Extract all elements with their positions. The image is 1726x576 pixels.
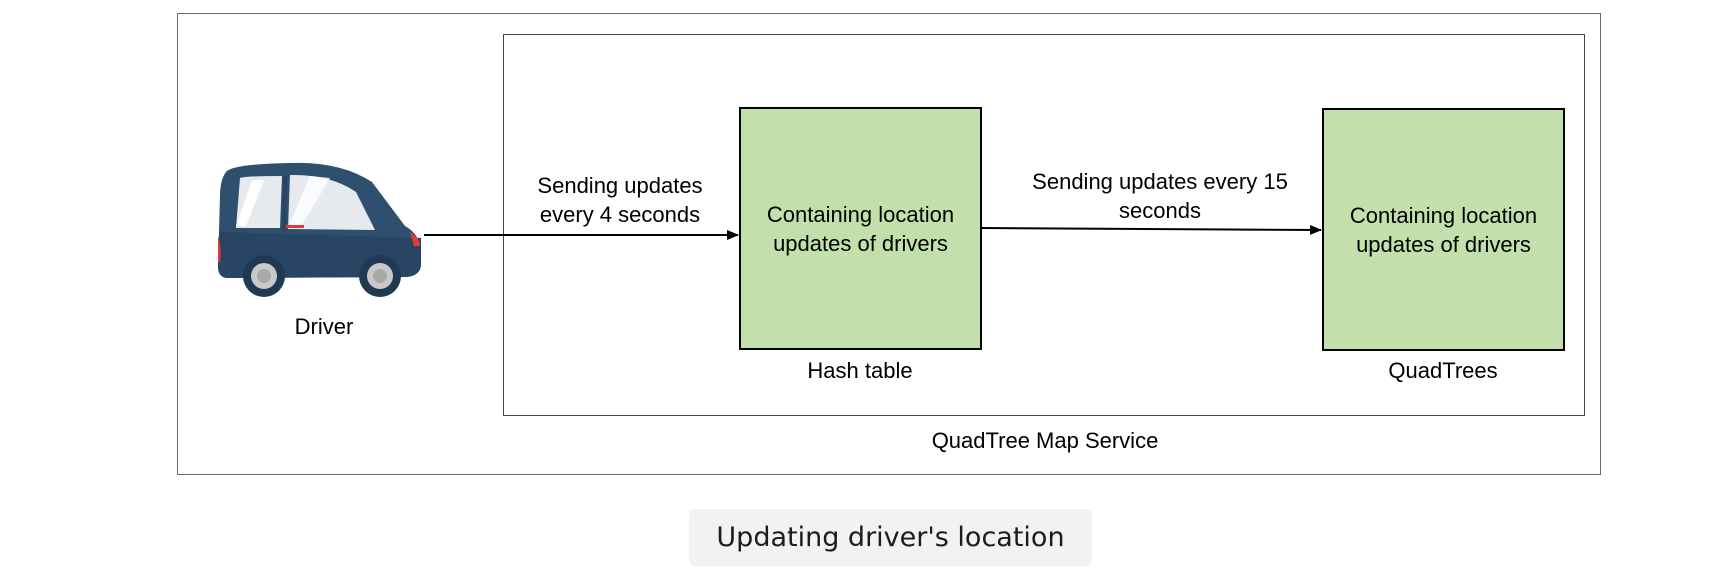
driver-label: Driver bbox=[294, 314, 354, 339]
quadtrees-node: Containing location updates of drivers bbox=[1322, 108, 1565, 351]
edge-label-driver-to-hash: Sending updates every 4 seconds bbox=[537, 173, 703, 227]
edge-label-hash-to-quad: Sending updates every 15 seconds bbox=[1032, 169, 1288, 223]
figure-caption: Updating driver's location bbox=[689, 509, 1092, 566]
hash-table-label: Hash table bbox=[807, 358, 913, 383]
caption-text: Updating driver's location bbox=[716, 522, 1065, 553]
quadtrees-text: Containing location updates of drivers bbox=[1349, 202, 1538, 257]
outer-frame bbox=[177, 13, 1601, 475]
edge-hash-to-quad bbox=[981, 224, 1322, 235]
service-label: QuadTree Map Service bbox=[931, 428, 1159, 453]
quadtree-map-service-frame bbox=[503, 34, 1585, 416]
hash-table-node: Containing location updates of drivers bbox=[739, 107, 982, 350]
hash-table-text: Containing location updates of drivers bbox=[766, 201, 955, 256]
quadtrees-label: QuadTrees bbox=[1388, 358, 1498, 383]
car-icon bbox=[218, 162, 421, 297]
